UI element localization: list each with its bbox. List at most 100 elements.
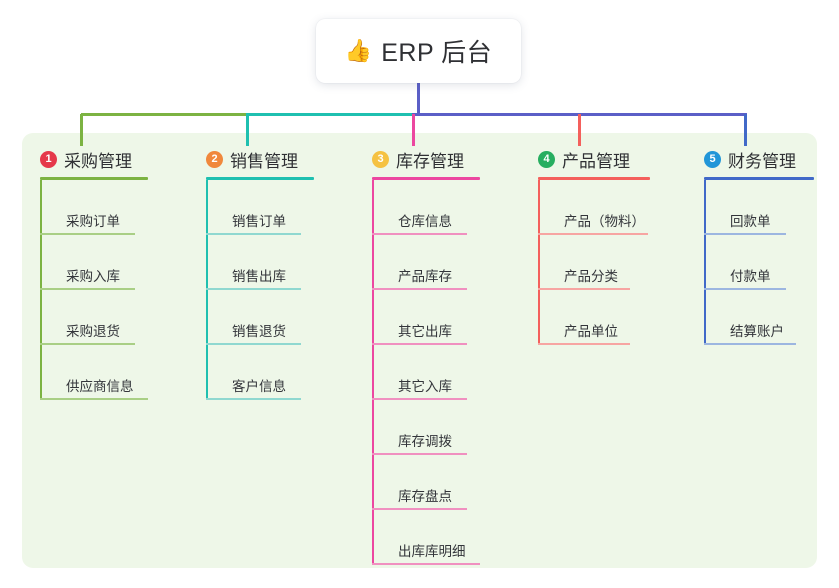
branch-items: 采购订单采购入库采购退货供应商信息 xyxy=(40,180,148,400)
branch-item[interactable]: 其它出库 xyxy=(372,290,480,345)
branch-header-5[interactable]: 5 财务管理 xyxy=(704,146,814,172)
branch-item-label: 库存调拨 xyxy=(398,434,452,449)
branch-item-underline xyxy=(538,233,648,235)
branch-item-underline xyxy=(372,563,480,565)
branch-item-underline xyxy=(372,343,467,345)
branch-item[interactable]: 库存盘点 xyxy=(372,455,480,510)
branch-number-badge: 2 xyxy=(206,150,223,168)
branch-underline xyxy=(40,177,148,180)
branch-item-underline xyxy=(40,343,135,345)
branch-item-underline xyxy=(538,288,630,290)
branch-item-underline xyxy=(40,398,148,400)
branch-items: 销售订单销售出库销售退货客户信息 xyxy=(206,180,314,400)
root-title: ERP 后台 xyxy=(381,39,493,67)
branch-item[interactable]: 采购退货 xyxy=(40,290,148,345)
branch-item-label: 客户信息 xyxy=(232,379,286,394)
branch-item-label: 付款单 xyxy=(730,269,771,284)
branch-title: 销售管理 xyxy=(230,151,298,171)
branch-item-underline xyxy=(206,233,301,235)
branch-item[interactable]: 仓库信息 xyxy=(372,180,480,235)
branch-item[interactable]: 采购入库 xyxy=(40,235,148,290)
branch-underline xyxy=(704,177,814,180)
branch-spine xyxy=(40,180,42,400)
branch-title: 产品管理 xyxy=(562,151,630,171)
branch-item-label: 产品库存 xyxy=(398,269,452,284)
branch-column-2: 2 销售管理销售订单销售出库销售退货客户信息 xyxy=(206,146,314,400)
branch-item[interactable]: 采购订单 xyxy=(40,180,148,235)
branch-items: 产品（物料） 产品分类产品单位 xyxy=(538,180,650,345)
branch-item[interactable]: 其它入库 xyxy=(372,345,480,400)
branch-underline xyxy=(538,177,650,180)
branch-column-4: 4 产品管理产品（物料） 产品分类产品单位 xyxy=(538,146,650,345)
branch-item-label: 其它入库 xyxy=(398,379,452,394)
root-node-content: 👍 ERP 后台 xyxy=(345,33,492,69)
branch-item-label: 采购订单 xyxy=(66,214,120,229)
branch-item-underline xyxy=(372,398,467,400)
branch-item-underline xyxy=(372,288,467,290)
branch-item-label: 产品单位 xyxy=(564,324,618,339)
branch-item-underline xyxy=(372,453,467,455)
branch-number-badge: 3 xyxy=(372,150,389,168)
branch-number-badge: 5 xyxy=(704,150,721,168)
branch-item-label: 仓库信息 xyxy=(398,214,452,229)
branch-item-label: 库存盘点 xyxy=(398,489,452,504)
branch-item[interactable]: 付款单 xyxy=(704,235,814,290)
branch-items: 回款单付款单结算账户 xyxy=(704,180,814,345)
branch-item-label: 供应商信息 xyxy=(66,379,134,394)
branch-spine xyxy=(704,180,706,345)
branch-item-label: 采购入库 xyxy=(66,269,120,284)
branch-item[interactable]: 产品（物料） xyxy=(538,180,650,235)
branch-item[interactable]: 产品库存 xyxy=(372,235,480,290)
branch-items: 仓库信息产品库存其它出库其它入库库存调拨库存盘点出库库明细 xyxy=(372,180,480,565)
branch-item[interactable]: 出库库明细 xyxy=(372,510,480,565)
branch-item-underline xyxy=(704,343,796,345)
branch-column-5: 5 财务管理回款单付款单结算账户 xyxy=(704,146,814,345)
branch-underline xyxy=(206,177,314,180)
branch-item-underline xyxy=(206,288,301,290)
branch-spine xyxy=(206,180,208,400)
branch-item[interactable]: 结算账户 xyxy=(704,290,814,345)
branch-item[interactable]: 库存调拨 xyxy=(372,400,480,455)
branch-item-underline xyxy=(40,288,135,290)
branch-item-underline xyxy=(704,233,786,235)
branch-header-2[interactable]: 2 销售管理 xyxy=(206,146,314,172)
branch-item-label: 回款单 xyxy=(730,214,771,229)
branch-item-label: 销售出库 xyxy=(232,269,286,284)
branch-item-underline xyxy=(206,343,301,345)
branch-spine xyxy=(538,180,540,345)
branch-item-label: 产品（物料） xyxy=(564,214,645,229)
branch-item-label: 其它出库 xyxy=(398,324,452,339)
branch-item[interactable]: 供应商信息 xyxy=(40,345,148,400)
branch-item-underline xyxy=(538,343,630,345)
branch-item-label: 采购退货 xyxy=(66,324,120,339)
branch-item[interactable]: 销售出库 xyxy=(206,235,314,290)
branch-header-3[interactable]: 3 库存管理 xyxy=(372,146,480,172)
root-node[interactable]: 👍 ERP 后台 xyxy=(316,19,521,83)
branch-spine xyxy=(372,180,374,565)
branch-item[interactable]: 销售退货 xyxy=(206,290,314,345)
branch-item-underline xyxy=(704,288,786,290)
branch-number-badge: 4 xyxy=(538,150,555,168)
branch-item-underline xyxy=(372,508,467,510)
branch-item[interactable]: 回款单 xyxy=(704,180,814,235)
branch-header-4[interactable]: 4 产品管理 xyxy=(538,146,650,172)
branch-item-underline xyxy=(372,233,467,235)
branch-item-underline xyxy=(40,233,135,235)
branch-item[interactable]: 销售订单 xyxy=(206,180,314,235)
thumbs-up-icon: 👍 xyxy=(344,38,373,63)
branch-title: 库存管理 xyxy=(396,151,464,171)
branch-item-label: 结算账户 xyxy=(730,324,784,339)
branch-title: 财务管理 xyxy=(728,151,796,171)
branch-item[interactable]: 产品分类 xyxy=(538,235,650,290)
branch-item-label: 出库库明细 xyxy=(398,544,466,559)
branch-item-label: 产品分类 xyxy=(564,269,618,284)
branch-title: 采购管理 xyxy=(64,151,132,171)
branch-item-label: 销售退货 xyxy=(232,324,286,339)
branch-underline xyxy=(372,177,480,180)
branch-item[interactable]: 产品单位 xyxy=(538,290,650,345)
branch-item-label: 销售订单 xyxy=(232,214,286,229)
branch-item[interactable]: 客户信息 xyxy=(206,345,314,400)
